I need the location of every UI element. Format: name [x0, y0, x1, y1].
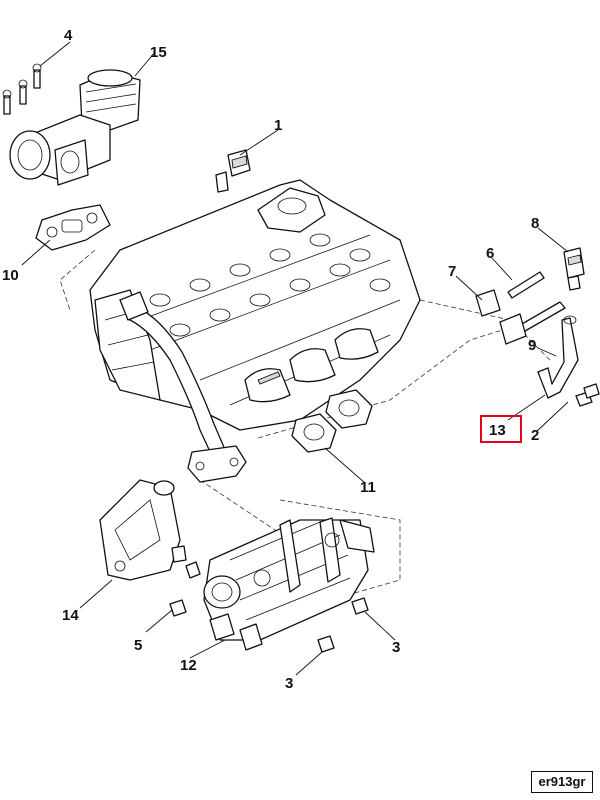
callout-11: 11: [360, 479, 376, 496]
callout-6: 6: [486, 245, 494, 262]
sensor-8: [563, 247, 585, 291]
callout-2: 2: [531, 427, 539, 444]
bolts-4: [2, 63, 42, 115]
callout-7: 7: [448, 263, 456, 280]
cylinder-head: [89, 179, 421, 431]
callout-1: 1: [274, 117, 282, 134]
callout-15: 15: [150, 44, 167, 61]
callout-4: 4: [64, 27, 73, 44]
callout-labels: 4 15 1 10 8 6 7 9 13 2 11 14 5 12 3 3: [2, 27, 539, 692]
callout-10: 10: [2, 267, 19, 284]
callout-9: 9: [528, 337, 536, 354]
callout-5: 5: [134, 637, 142, 654]
bolts-3-5: [169, 561, 369, 653]
callout-3a: 3: [392, 639, 400, 656]
callout-13: 13: [489, 422, 506, 439]
callout-14: 14: [62, 607, 79, 624]
studs-and-spacers: [475, 271, 566, 345]
bolts-2: [575, 383, 600, 407]
sensor-1: [215, 149, 251, 193]
bracket-14: [99, 479, 187, 581]
callout-8: 8: [531, 215, 539, 232]
callout-13-highlight: [480, 415, 522, 443]
reference-code: er913gr: [531, 771, 593, 793]
egr-pipe: [119, 291, 247, 483]
leader-lines: [21, 41, 569, 676]
gaskets-11: [291, 389, 373, 453]
callout-12: 12: [180, 657, 197, 674]
bracket-9: [537, 315, 579, 399]
gasket-10: [35, 204, 111, 251]
egr-cooler: [203, 517, 375, 651]
egr-valve-assembly: [9, 69, 141, 186]
callout-3b: 3: [285, 675, 293, 692]
